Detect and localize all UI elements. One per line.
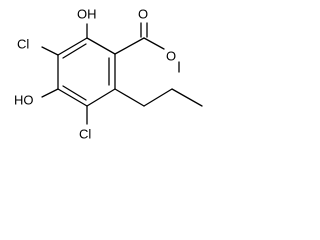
bond-c3-methyl: [171, 88, 203, 107]
hydroxyl-label-top: OH: [77, 7, 97, 22]
bond-c8a-c1: [114, 37, 145, 55]
lactone-ring: [114, 22, 180, 107]
bond-c3-c4: [143, 88, 173, 107]
chlorine-label-bottom: Cl: [79, 127, 91, 142]
bond-c7-cl: [41, 46, 59, 56]
bond-c6-c5: [57, 88, 88, 107]
carbonyl-oxygen-label: O: [138, 7, 148, 22]
hydroxyl-label-left: HO: [14, 93, 34, 108]
chemical-structure-diagram: OH O O Cl HO Cl: [14, 7, 203, 142]
bond-c6-oh: [41, 88, 59, 98]
atom-labels: OH O O Cl HO Cl: [14, 7, 176, 142]
bond-c1-o2: [143, 37, 165, 50]
bond-c5-c4a: [86, 88, 116, 107]
bond-c8a-c8: [86, 37, 116, 55]
bond-c8-c7: [57, 37, 88, 56]
double-bond-c6-c5: [62, 85, 87, 101]
substituent-bonds: [41, 23, 203, 125]
double-bond-c8-c7: [62, 43, 87, 59]
benzene-ring: [57, 37, 116, 107]
chlorine-label-top: Cl: [17, 37, 29, 52]
bond-c4-c4a: [114, 88, 145, 107]
ring-oxygen-label: O: [166, 49, 176, 64]
